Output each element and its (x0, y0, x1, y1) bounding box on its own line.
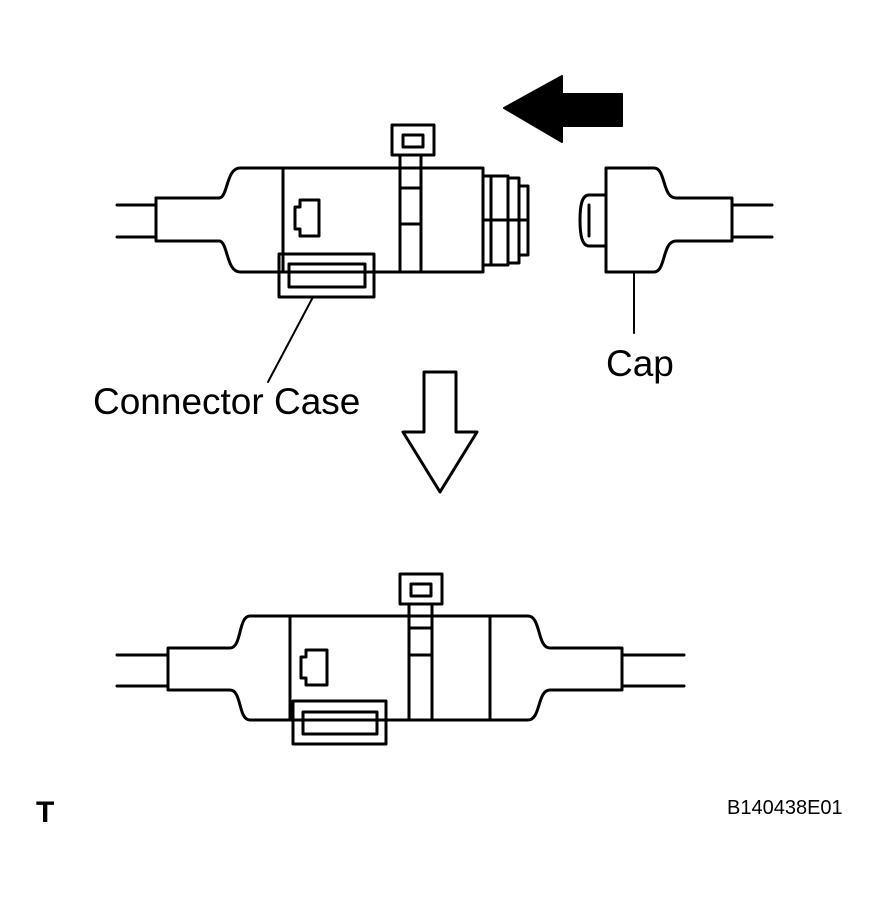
connector-case-label: Connector Case (93, 381, 361, 422)
connector-boot (217, 166, 285, 274)
corner-mark: T (36, 796, 55, 829)
plug-end (481, 174, 530, 267)
connector-case (277, 252, 376, 299)
cap-label: Cap (606, 343, 674, 384)
tie-strap (390, 123, 436, 274)
bottom-connector-assembly (115, 572, 686, 746)
connector-case-leader (267, 296, 314, 383)
left-wire-pair (115, 203, 158, 239)
connector-body (281, 166, 485, 274)
latch-tab (293, 198, 321, 238)
insert-direction-arrow (503, 75, 623, 143)
figure-code: B140438E01 (727, 797, 843, 819)
cap-nose (578, 193, 608, 248)
cap-body (604, 166, 734, 274)
top-connector-assembly (115, 123, 530, 383)
down-arrow (401, 370, 479, 494)
wire-sleeve (154, 196, 221, 243)
cap-assembly (578, 166, 774, 334)
